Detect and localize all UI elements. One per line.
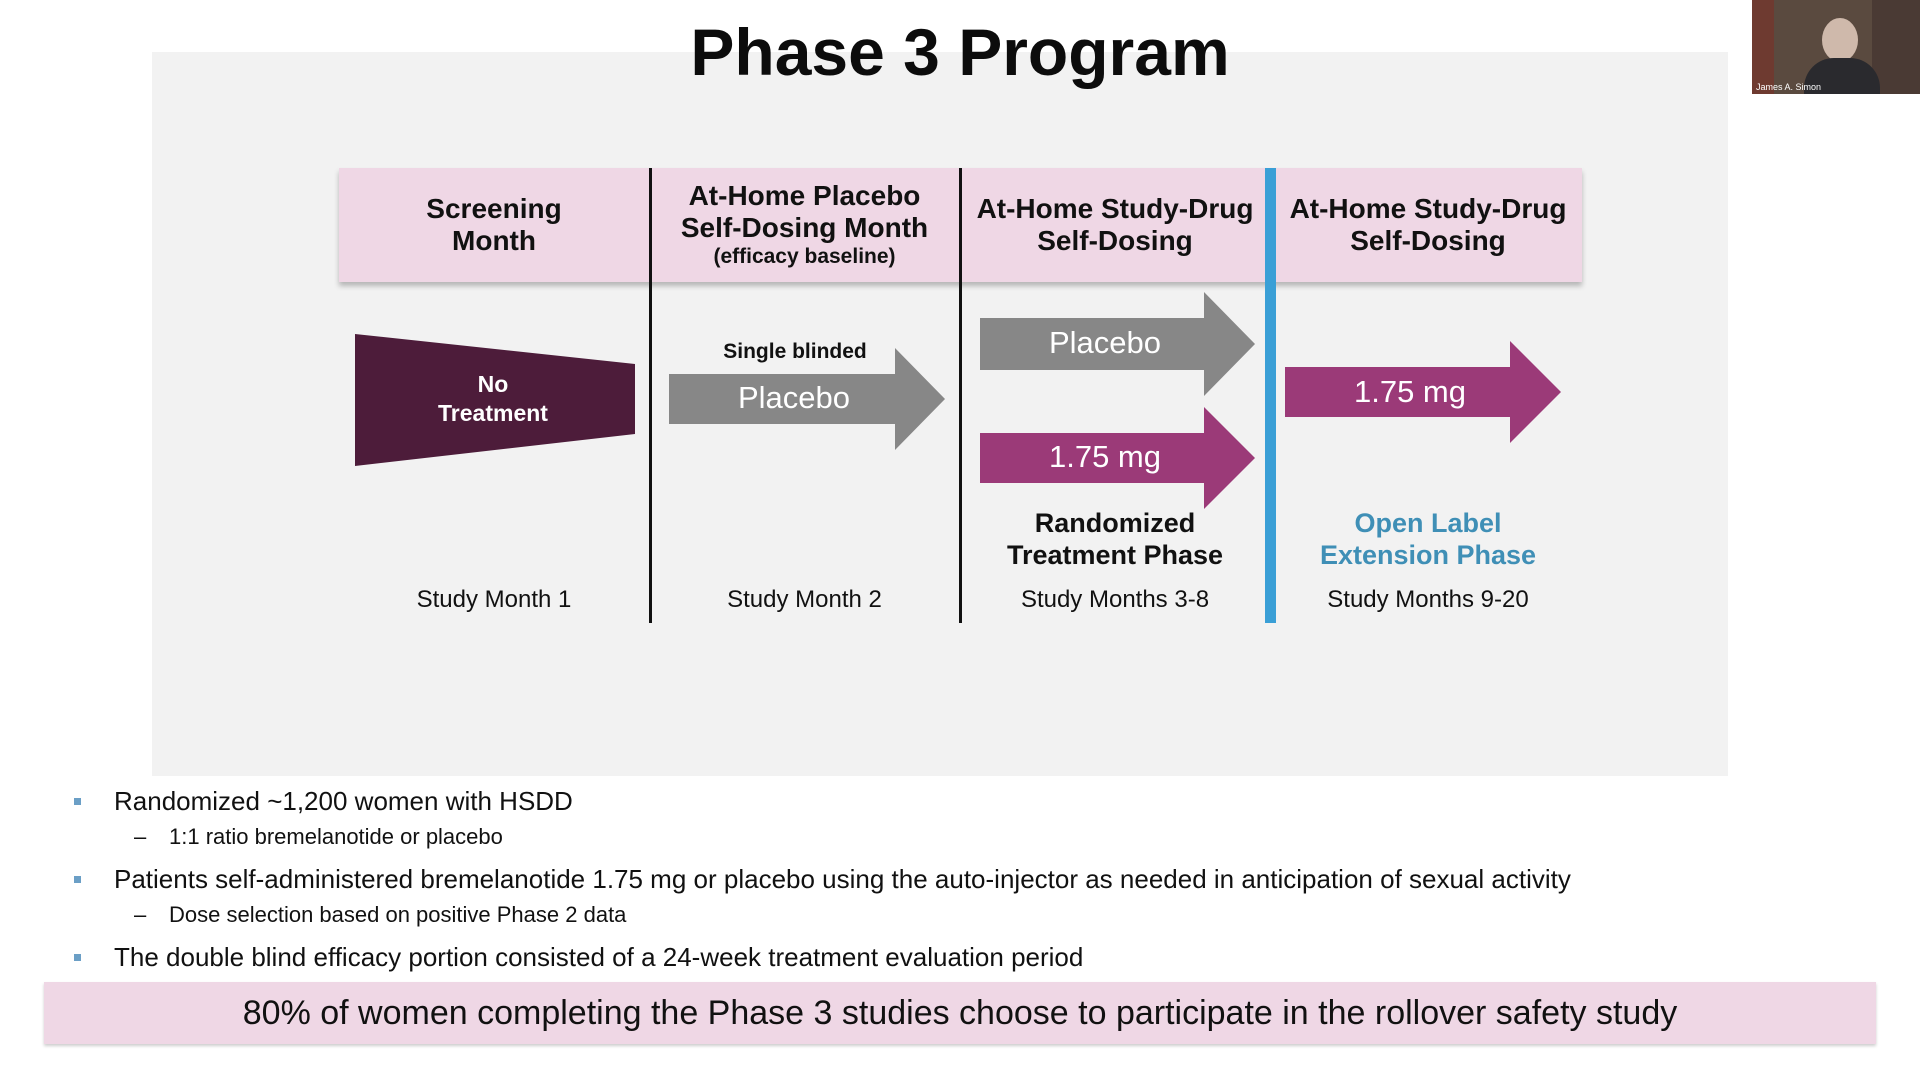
study-month-1: Study Month 1 [416, 586, 572, 613]
placebo-arrow-randomized [980, 292, 1255, 396]
header-line: Month [452, 225, 536, 256]
phase-line: Open Label [1354, 508, 1502, 538]
bullet-text: Patients self-administered bremelanotide… [114, 864, 1571, 894]
placebo-label-month2: Placebo [737, 380, 851, 415]
header-line: Self-Dosing [1350, 225, 1506, 256]
bookshelf [1752, 0, 1774, 94]
bullet-marker [74, 876, 81, 883]
study-months-9-20: Study Months 9-20 [1327, 586, 1529, 613]
bookshelf [1872, 0, 1920, 94]
speaker-avatar [1822, 18, 1858, 62]
header-line: Self-Dosing Month [680, 212, 929, 243]
bullet-text: The double blind efficacy portion consis… [114, 942, 1084, 972]
sub-bullet-text: Dose selection based on positive Phase 2… [169, 902, 627, 927]
no-treatment-line: No [477, 371, 509, 397]
no-treatment-label: No Treatment [400, 370, 586, 428]
header-subtitle: (efficacy baseline) [713, 245, 896, 268]
speaker-name: James A. Simon [1756, 82, 1822, 92]
open-label-phase-label: Open Label Extension Phase [1276, 507, 1580, 571]
dose-arrow-randomized [980, 407, 1255, 509]
randomized-phase-label: Randomized Treatment Phase [962, 507, 1268, 571]
header-screening: Screening Month [339, 168, 649, 282]
sub-bullet-dash: – [134, 824, 147, 849]
header-study-drug-randomized: At-Home Study-Drug Self-Dosing [962, 168, 1268, 282]
dose-label-open-label: 1.75 mg [1353, 374, 1466, 409]
phase-line: Randomized [1034, 508, 1196, 538]
slide-title: Phase 3 Program [690, 15, 1230, 89]
study-months-3-8: Study Months 3-8 [1020, 586, 1210, 613]
placebo-arrow-month2 [669, 348, 945, 450]
webcam-thumbnail: James A. Simon [1752, 0, 1920, 94]
rollover-banner: 80% of women completing the Phase 3 stud… [44, 982, 1876, 1044]
sub-bullet-text: 1:1 ratio bremelanotide or placebo [169, 824, 503, 849]
header-study-drug-open-label: At-Home Study-Drug Self-Dosing [1276, 168, 1580, 282]
phase-line: Treatment Phase [1006, 540, 1224, 570]
speaker-shoulders [1804, 58, 1880, 94]
bullet-text: Randomized ~1,200 women with HSDD [114, 786, 573, 816]
no-treatment-line: Treatment [438, 400, 548, 426]
bullet-marker [74, 798, 81, 805]
header-line: Self-Dosing [1037, 225, 1193, 256]
header-line: At-Home Placebo [688, 180, 921, 211]
study-month-2: Study Month 2 [727, 586, 882, 613]
header-line: At-Home Study-Drug [976, 193, 1254, 224]
dose-arrow-open-label [1285, 341, 1561, 443]
header-line: Screening [426, 193, 562, 224]
sub-bullet-dash: – [134, 902, 147, 927]
divider-1 [649, 168, 652, 623]
divider-open-label [1265, 168, 1276, 623]
header-placebo-month: At-Home Placebo Self-Dosing Month (effic… [652, 168, 957, 282]
no-treatment-shape [355, 334, 635, 466]
single-blinded-label: Single blinded [723, 340, 867, 363]
bullet-marker [74, 954, 81, 961]
dose-label-randomized: 1.75 mg [1048, 439, 1161, 474]
header-line: At-Home Study-Drug [1289, 193, 1567, 224]
placebo-label-randomized: Placebo [1048, 325, 1162, 360]
divider-2 [959, 168, 962, 623]
phase-line: Extension Phase [1319, 540, 1537, 570]
